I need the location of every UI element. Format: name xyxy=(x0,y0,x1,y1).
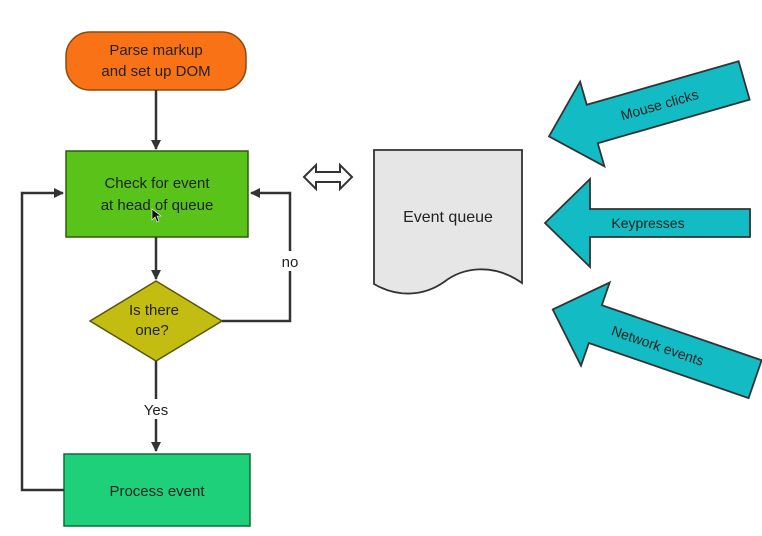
start-node: Parse markup and set up DOM xyxy=(65,31,247,91)
no-branch-label: no xyxy=(282,254,299,271)
start-node-label-line1: Parse markup xyxy=(109,42,202,59)
network-events-arrow: Network events xyxy=(551,280,762,400)
event-queue-document: Event queue xyxy=(373,149,523,295)
check-event-label-line2: at head of queue xyxy=(101,197,214,214)
check-event-label-line1: Check for event xyxy=(104,175,210,192)
mouse-pointer-icon xyxy=(151,208,162,223)
check-event-node: Check for event at head of queue xyxy=(65,150,249,238)
double-arrow-icon xyxy=(302,162,354,192)
keypresses-label: Keypresses xyxy=(611,215,684,231)
start-node-label-line2: and set up DOM xyxy=(101,63,210,80)
connector-process-loop xyxy=(20,188,64,492)
process-event-label: Process event xyxy=(109,483,205,500)
process-event-node: Process event xyxy=(63,453,251,527)
decision-node: Is there one? xyxy=(88,280,224,362)
yes-branch-label: Yes xyxy=(144,402,168,419)
decision-label-line2: one? xyxy=(135,322,168,339)
mouse-clicks-arrow: Mouse clicks xyxy=(547,60,751,169)
event-queue-label: Event queue xyxy=(403,209,493,226)
decision-label-line1: Is there xyxy=(129,302,179,319)
keypresses-arrow: Keypresses xyxy=(543,176,751,270)
